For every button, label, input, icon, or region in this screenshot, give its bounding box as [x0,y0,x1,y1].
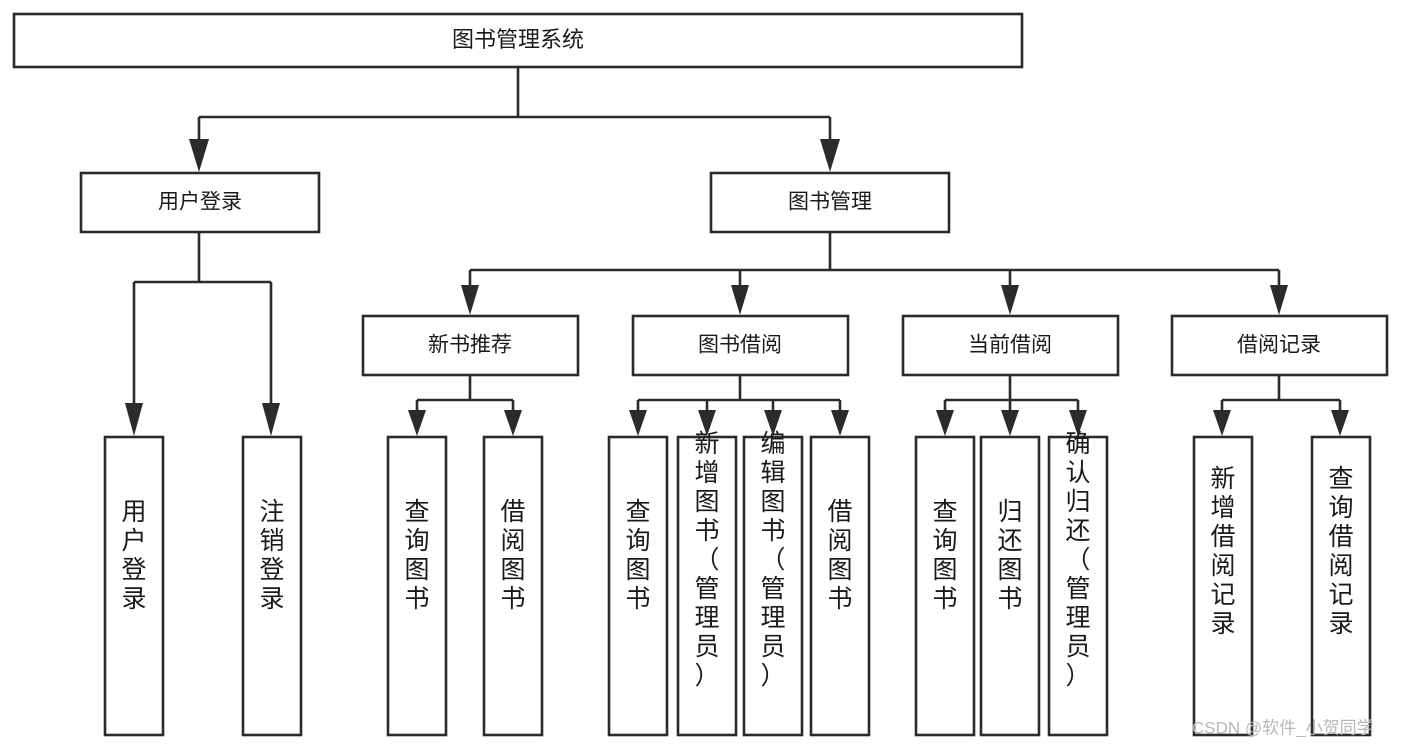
connectors-userlogin-to-leaves [125,232,280,436]
node-borrow-record[interactable]: 借阅记录 [1170,314,1389,377]
node-leaf-user-login-box[interactable] [103,435,165,737]
node-book-borrow-label: 图书借阅 [698,334,782,357]
connectors-borrowrecord-to-leaves [1213,375,1349,436]
arrowhead-return-book [1001,410,1019,436]
arrowhead-currentborrow [1001,285,1019,315]
node-leaf-query-book-3[interactable]: 查询图书 [914,435,976,737]
node-leaf-add-borrow-record-box[interactable] [1192,435,1254,737]
node-leaf-query-book-3-label: 查询图书 [932,498,957,613]
node-root[interactable]: 图书管理系统 [12,12,1024,69]
connectors-currentborrow-to-leaves [936,375,1087,436]
arrowhead-query-book-3 [936,410,954,436]
arrowhead-query-book-1 [408,410,426,436]
node-current-borrow-label: 当前借阅 [968,334,1052,357]
connectors-bookmanage-to-level3 [461,232,1288,315]
node-leaf-borrow-book-1[interactable]: 借阅图书 [482,435,544,737]
node-leaf-edit-book-admin[interactable]: 编辑图书（管理员） [742,430,804,737]
node-root-box[interactable] [12,12,1024,69]
node-leaf-query-book-2-label: 查询图书 [625,498,650,613]
node-new-book-rec[interactable]: 新书推荐 [361,314,580,377]
node-leaf-query-book-1[interactable]: 查询图书 [386,435,448,737]
node-leaf-borrow-book-2-box[interactable] [809,435,871,737]
arrowhead-query-borrow-record [1331,410,1349,436]
node-leaf-user-logout-box[interactable] [241,435,303,737]
arrowhead-edit-book [764,410,782,436]
node-leaf-borrow-book-1-label: 借阅图书 [500,498,525,613]
node-leaf-add-borrow-record-label: 新增借阅记录 [1210,465,1235,638]
node-leaf-add-book-admin-box[interactable] [676,435,738,737]
node-leaf-add-borrow-record[interactable]: 新增借阅记录 [1192,435,1254,737]
node-root-label: 图书管理系统 [452,27,584,52]
node-leaf-query-borrow-record[interactable]: 查询借阅记录 [1310,435,1372,737]
arrowhead-query-book-2 [629,410,647,436]
node-leaf-query-book-2-box[interactable] [607,435,669,737]
node-book-manage[interactable]: 图书管理 [709,171,951,234]
arrowhead-leaf-logout [262,403,280,436]
arrowhead-leaf-user-login [125,403,143,436]
node-leaf-add-book-admin-label: 新增图书（管理员） [694,430,719,690]
node-book-borrow[interactable]: 图书借阅 [631,314,850,377]
connectors-newbook-to-leaves [408,375,522,436]
arrowhead-add-book [698,410,716,436]
node-leaf-query-book-1-box[interactable] [386,435,448,737]
arrowhead-borrow-book-1 [504,410,522,436]
node-current-borrow[interactable]: 当前借阅 [901,314,1120,377]
node-leaf-return-book[interactable]: 归还图书 [979,435,1041,737]
node-leaf-query-borrow-record-box[interactable] [1310,435,1372,737]
node-leaf-user-logout-label: 注销登录 [259,498,284,613]
node-leaf-user-logout[interactable]: 注销登录 [241,435,303,737]
arrowhead-user-login [189,139,209,172]
node-user-login-box[interactable] [79,171,321,234]
arrowhead-newbook [461,285,479,315]
node-borrow-record-box[interactable] [1170,314,1389,377]
node-leaf-edit-book-admin-label: 编辑图书（管理员） [760,430,785,690]
node-user-login[interactable]: 用户登录 [79,171,321,234]
node-leaf-borrow-book-2[interactable]: 借阅图书 [809,435,871,737]
node-new-book-rec-box[interactable] [361,314,580,377]
node-leaf-user-login-label: 用户登录 [121,498,146,613]
connectors-root-to-level2 [189,67,840,172]
node-leaf-query-book-3-box[interactable] [914,435,976,737]
node-book-borrow-box[interactable] [631,314,850,377]
node-leaf-return-book-box[interactable] [979,435,1041,737]
node-leaf-query-borrow-record-label: 查询借阅记录 [1328,465,1353,638]
node-leaf-edit-book-admin-box[interactable] [742,435,804,737]
node-book-manage-label: 图书管理 [788,191,872,214]
arrowhead-book-manage [820,139,840,172]
node-leaf-confirm-return-admin-label: 确认归还（管理员） [1065,430,1090,690]
node-leaf-confirm-return-admin[interactable]: 确认归还（管理员） [1047,430,1109,737]
connectors-bookborrow-to-leaves [629,375,849,436]
node-user-login-label: 用户登录 [158,191,242,214]
node-leaf-borrow-book-1-box[interactable] [482,435,544,737]
arrowhead-confirm-return [1069,410,1087,436]
node-new-book-rec-label: 新书推荐 [428,334,512,357]
node-leaf-query-book-2[interactable]: 查询图书 [607,435,669,737]
node-leaf-user-login[interactable]: 用户登录 [103,435,165,737]
arrowhead-borrow-book-2 [831,410,849,436]
node-current-borrow-box[interactable] [901,314,1120,377]
arrowhead-add-borrow-record [1213,410,1231,436]
csdn-watermark: CSDN @软件_小贺同学 [1192,718,1374,737]
node-leaf-return-book-label: 归还图书 [997,498,1022,613]
node-leaf-borrow-book-2-label: 借阅图书 [827,498,852,613]
arrowhead-borrowrecord [1270,285,1288,315]
node-leaf-query-book-1-label: 查询图书 [404,498,429,613]
node-leaf-add-book-admin[interactable]: 新增图书（管理员） [676,430,738,737]
node-book-manage-box[interactable] [709,171,951,234]
node-borrow-record-label: 借阅记录 [1237,334,1321,357]
arrowhead-bookborrow [731,285,749,315]
node-leaf-confirm-return-admin-box[interactable] [1047,435,1109,737]
